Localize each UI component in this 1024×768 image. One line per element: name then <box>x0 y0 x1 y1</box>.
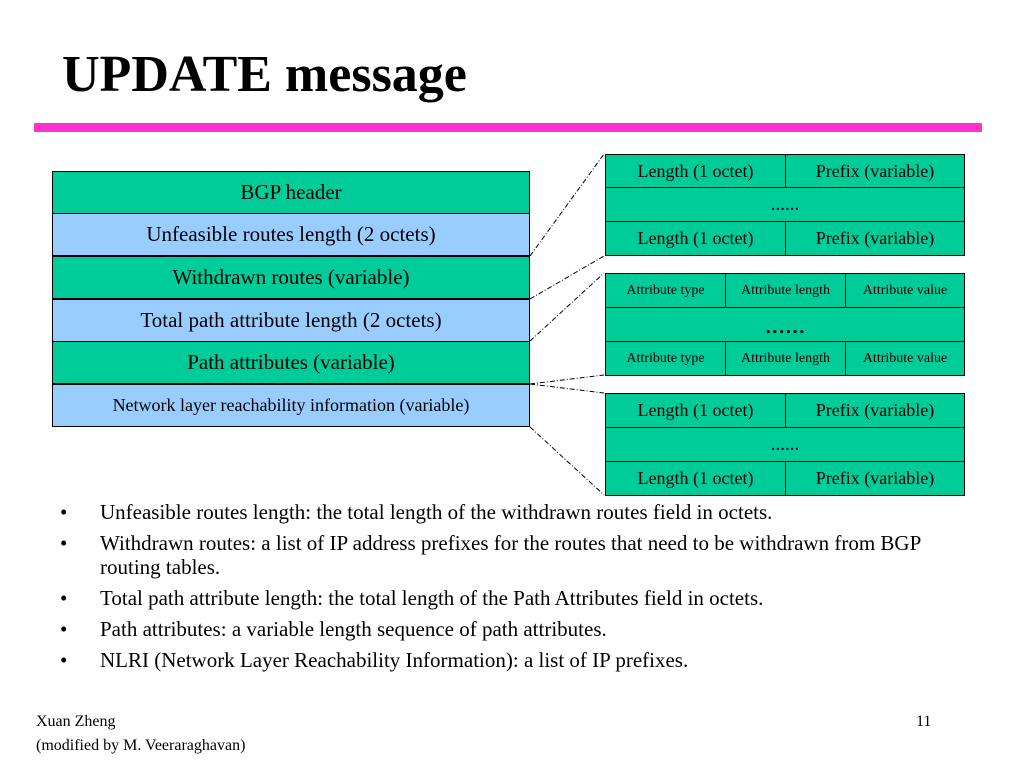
field-path-attributes: Path attributes (variable) <box>52 341 530 384</box>
field-descriptions: •Unfeasible routes length: the total len… <box>60 500 960 679</box>
title-divider <box>34 123 982 132</box>
bullet-item: •NLRI (Network Layer Reachability Inform… <box>60 648 689 672</box>
nlri-prefix-cell-2: Prefix (variable) <box>785 461 965 496</box>
connector-nlri-bottom <box>529 426 605 496</box>
withdrawn-ellipsis: ...... <box>605 187 965 222</box>
attr-type-cell-2: Attribute type <box>605 341 726 376</box>
attr-type-cell-1: Attribute type <box>605 273 726 308</box>
nlri-ellipsis: ...... <box>605 427 965 462</box>
attr-length-cell-1: Attribute length <box>725 273 846 308</box>
nlri-length-cell-2: Length (1 octet) <box>605 461 786 496</box>
withdrawn-prefix-cell-1: Prefix (variable) <box>785 154 965 188</box>
withdrawn-length-cell-1: Length (1 octet) <box>605 154 786 188</box>
slide-title: UPDATE message <box>62 46 467 103</box>
withdrawn-length-cell-2: Length (1 octet) <box>605 221 786 256</box>
withdrawn-prefix-cell-2: Prefix (variable) <box>785 221 965 256</box>
field-unfeasible-routes-length: Unfeasible routes length (2 octets) <box>52 213 530 256</box>
connector-withdrawn-bottom <box>529 255 605 300</box>
bullet-item: •Total path attribute length: the total … <box>60 586 764 610</box>
field-bgp-header: BGP header <box>52 171 530 214</box>
footer-credits: Xuan Zheng (modified by M. Veeraraghavan… <box>36 710 245 758</box>
connector-attributes-top <box>529 272 605 342</box>
field-nlri: Network layer reachability information (… <box>52 384 530 427</box>
footer-author: Xuan Zheng <box>36 713 116 730</box>
attr-length-cell-2: Attribute length <box>725 341 846 376</box>
connector-nlri-top <box>529 383 605 394</box>
bullet-icon: • <box>60 648 68 672</box>
bullet-item: •Withdrawn routes: a list of IP address … <box>60 531 921 579</box>
nlri-length-cell-1: Length (1 octet) <box>605 393 786 428</box>
bullet-item: •Path attributes: a variable length sequ… <box>60 617 607 641</box>
connector-withdrawn-top <box>529 153 605 257</box>
bullet-icon: • <box>60 586 68 610</box>
connector-attributes-bottom <box>529 374 605 385</box>
attr-value-cell-1: Attribute value <box>845 273 965 308</box>
field-total-path-attribute-length: Total path attribute length (2 octets) <box>52 299 530 342</box>
footer-modified: (modified by M. Veeraraghavan) <box>36 737 246 754</box>
nlri-prefix-cell-1: Prefix (variable) <box>785 393 965 428</box>
bullet-item: •Unfeasible routes length: the total len… <box>60 500 773 524</box>
bullet-icon: • <box>60 617 68 641</box>
attr-ellipsis: ...... <box>605 307 965 342</box>
bullet-icon: • <box>60 531 68 555</box>
field-withdrawn-routes: Withdrawn routes (variable) <box>52 256 530 299</box>
bullet-icon: • <box>60 500 68 524</box>
page-number: 11 <box>916 713 932 730</box>
attr-value-cell-2: Attribute value <box>845 341 965 376</box>
